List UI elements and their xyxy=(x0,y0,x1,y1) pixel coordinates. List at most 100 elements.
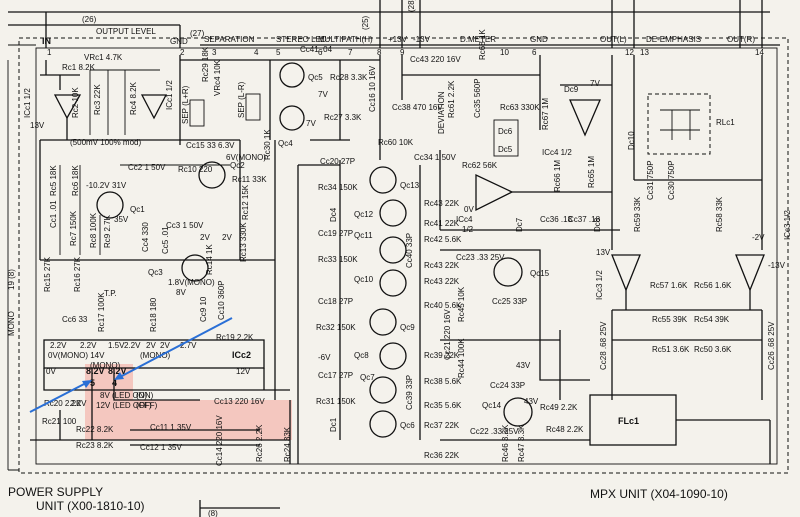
cc39: Cc39 33P xyxy=(405,375,414,410)
svg-text:DEVIATION: DEVIATION xyxy=(437,91,446,134)
multipath-label: MULTIPATH(H) xyxy=(318,35,373,44)
cc35: Cc35 560P xyxy=(473,78,482,118)
rc55: Rc55 39K xyxy=(652,315,688,324)
svg-text:Rc43 22K: Rc43 22K xyxy=(424,261,460,270)
cc9: Cc9 10 xyxy=(199,296,208,322)
rc26: Rc26 2.2K xyxy=(255,424,264,462)
rlc1-label: RLc1 xyxy=(716,118,735,127)
cc41: Cc41 .04 xyxy=(300,45,333,54)
led-off-label: 12V (LED OFF) xyxy=(96,401,152,410)
qc1-label: Qc1 xyxy=(130,205,145,214)
cc3: Cc3 1 50V xyxy=(166,221,204,230)
svg-text:(ON): (ON) xyxy=(136,391,154,400)
cc38: Cc38 470 16V xyxy=(392,103,443,112)
svg-text:2V: 2V xyxy=(146,341,156,350)
dc6-label: Dc6 xyxy=(498,127,513,136)
svg-text:6: 6 xyxy=(532,48,537,57)
svg-text:12: 12 xyxy=(625,48,634,57)
cc26: Cc26 .68 25V xyxy=(767,321,776,370)
icc3-left-label: ICc3 1/2 xyxy=(595,270,604,300)
rc17: Rc17 100K xyxy=(97,292,106,332)
gnd-right-label: GND xyxy=(530,35,548,44)
rc23: Rc23 8.2K xyxy=(76,441,114,450)
rc51: Rc51 3.6K xyxy=(652,345,690,354)
pin4-voltage: 8.2V xyxy=(108,366,127,376)
rc29: Rc29 18K xyxy=(201,46,210,82)
qc2-label: Qc2 xyxy=(230,161,245,170)
svg-text:1.8V(MONO): 1.8V(MONO) xyxy=(168,278,215,287)
cc16: Cc16 10 16V xyxy=(368,65,377,112)
power-supply-label: POWER SUPPLY xyxy=(8,485,103,499)
svg-text:-10.2V: -10.2V xyxy=(86,181,110,190)
qc15-transistor xyxy=(493,257,523,287)
rc4: Rc4 8.2K xyxy=(129,81,138,115)
qc6-label: Qc6 xyxy=(400,421,415,430)
svg-text:2V: 2V xyxy=(160,341,170,350)
rc47: Rc47 3.3K xyxy=(517,424,526,462)
qc7-label: Qc7 xyxy=(360,373,375,382)
svg-text:7V: 7V xyxy=(590,79,600,88)
svg-text:10: 10 xyxy=(500,48,509,57)
mod-note: (500mV 100% mod) xyxy=(70,138,141,147)
rc12: Rc12 15K xyxy=(241,184,250,220)
cc12: Cc12 1 35V xyxy=(140,443,182,452)
icc1-mid-opamp xyxy=(140,94,168,120)
cc2: Cc2 1 50V xyxy=(128,163,166,172)
cc5: Cc5 .01 xyxy=(161,226,170,254)
qc14-transistor xyxy=(503,397,533,427)
mpx-unit-label: MPX UNIT (X04-1090-10) xyxy=(590,487,728,501)
pin-27-label: (27) xyxy=(190,29,205,38)
rc63: Rc63 330K xyxy=(500,103,540,112)
dc6-dc5-box xyxy=(493,119,519,157)
svg-text:19 (8): 19 (8) xyxy=(7,269,16,290)
svg-text:(8): (8) xyxy=(208,509,218,517)
dc5-label: Dc5 xyxy=(498,145,513,154)
svg-text:6: 6 xyxy=(318,48,323,57)
cc18: Cc18 27P xyxy=(318,297,353,306)
power-supply-code: UNIT (X00-1810-10) xyxy=(36,499,145,513)
rc31: Rc31 150K xyxy=(316,397,356,406)
dc9-label: Dc9 xyxy=(564,85,579,94)
pin-26-label: (26) xyxy=(82,15,97,24)
dmeter-label: D.METER xyxy=(460,35,496,44)
test-point-label: T.P. xyxy=(104,289,117,298)
rc60: Rc60 10K xyxy=(378,138,414,147)
svg-text:2: 2 xyxy=(180,48,185,57)
rc19: Rc19 2.2K xyxy=(216,333,254,342)
icc2-label: ICc2 xyxy=(232,350,251,360)
rc13: Rc13 330K xyxy=(239,222,248,262)
svg-text:SEP (L+R): SEP (L+R) xyxy=(181,85,190,124)
rc62: Rc62 56K xyxy=(462,161,498,170)
cc1: Cc1 .01 xyxy=(49,200,58,228)
rc57: Rc57 1.6K xyxy=(650,281,688,290)
svg-text:13: 13 xyxy=(640,48,649,57)
icc4-mid-label: ICc4 xyxy=(456,215,473,224)
vrc1: VRc1 4.7K xyxy=(84,53,123,62)
rc10: Rc10 220 xyxy=(178,165,213,174)
dc8-label: Dc8 xyxy=(593,217,602,232)
rc27: Rc27 3.3K xyxy=(324,113,362,122)
qc9-label: Qc9 xyxy=(400,323,415,332)
svg-text:2V: 2V xyxy=(200,233,210,242)
svg-text:Rc43 22K: Rc43 22K xyxy=(424,199,460,208)
svg-text:-6V: -6V xyxy=(318,353,331,362)
rc1: Rc1 8.2K xyxy=(62,63,96,72)
rc14: Rc14 1K xyxy=(205,244,214,275)
svg-text:43V: 43V xyxy=(524,397,539,406)
icc1-left-label: ICc1 1/2 xyxy=(23,88,32,118)
cc40: Cc40 33P xyxy=(405,233,414,268)
svg-text:2.2V: 2.2V xyxy=(70,399,87,408)
cc24: Cc24 33P xyxy=(490,381,525,390)
svg-text:Rc36 22K: Rc36 22K xyxy=(424,451,460,460)
svg-text:1: 1 xyxy=(47,48,52,57)
mono-label: MONO xyxy=(7,311,16,336)
qc4-transistor xyxy=(279,105,305,131)
qc14-label: Qc14 xyxy=(482,401,502,410)
inner-border xyxy=(35,47,778,465)
deemphasis-label: DE-EMPHASIS xyxy=(646,35,701,44)
rc16: Rc16 27K xyxy=(73,256,82,292)
svg-text:0V: 0V xyxy=(46,367,56,376)
cc36: Cc36 .18 xyxy=(540,215,573,224)
rc7: Rc7 150K xyxy=(69,210,78,246)
